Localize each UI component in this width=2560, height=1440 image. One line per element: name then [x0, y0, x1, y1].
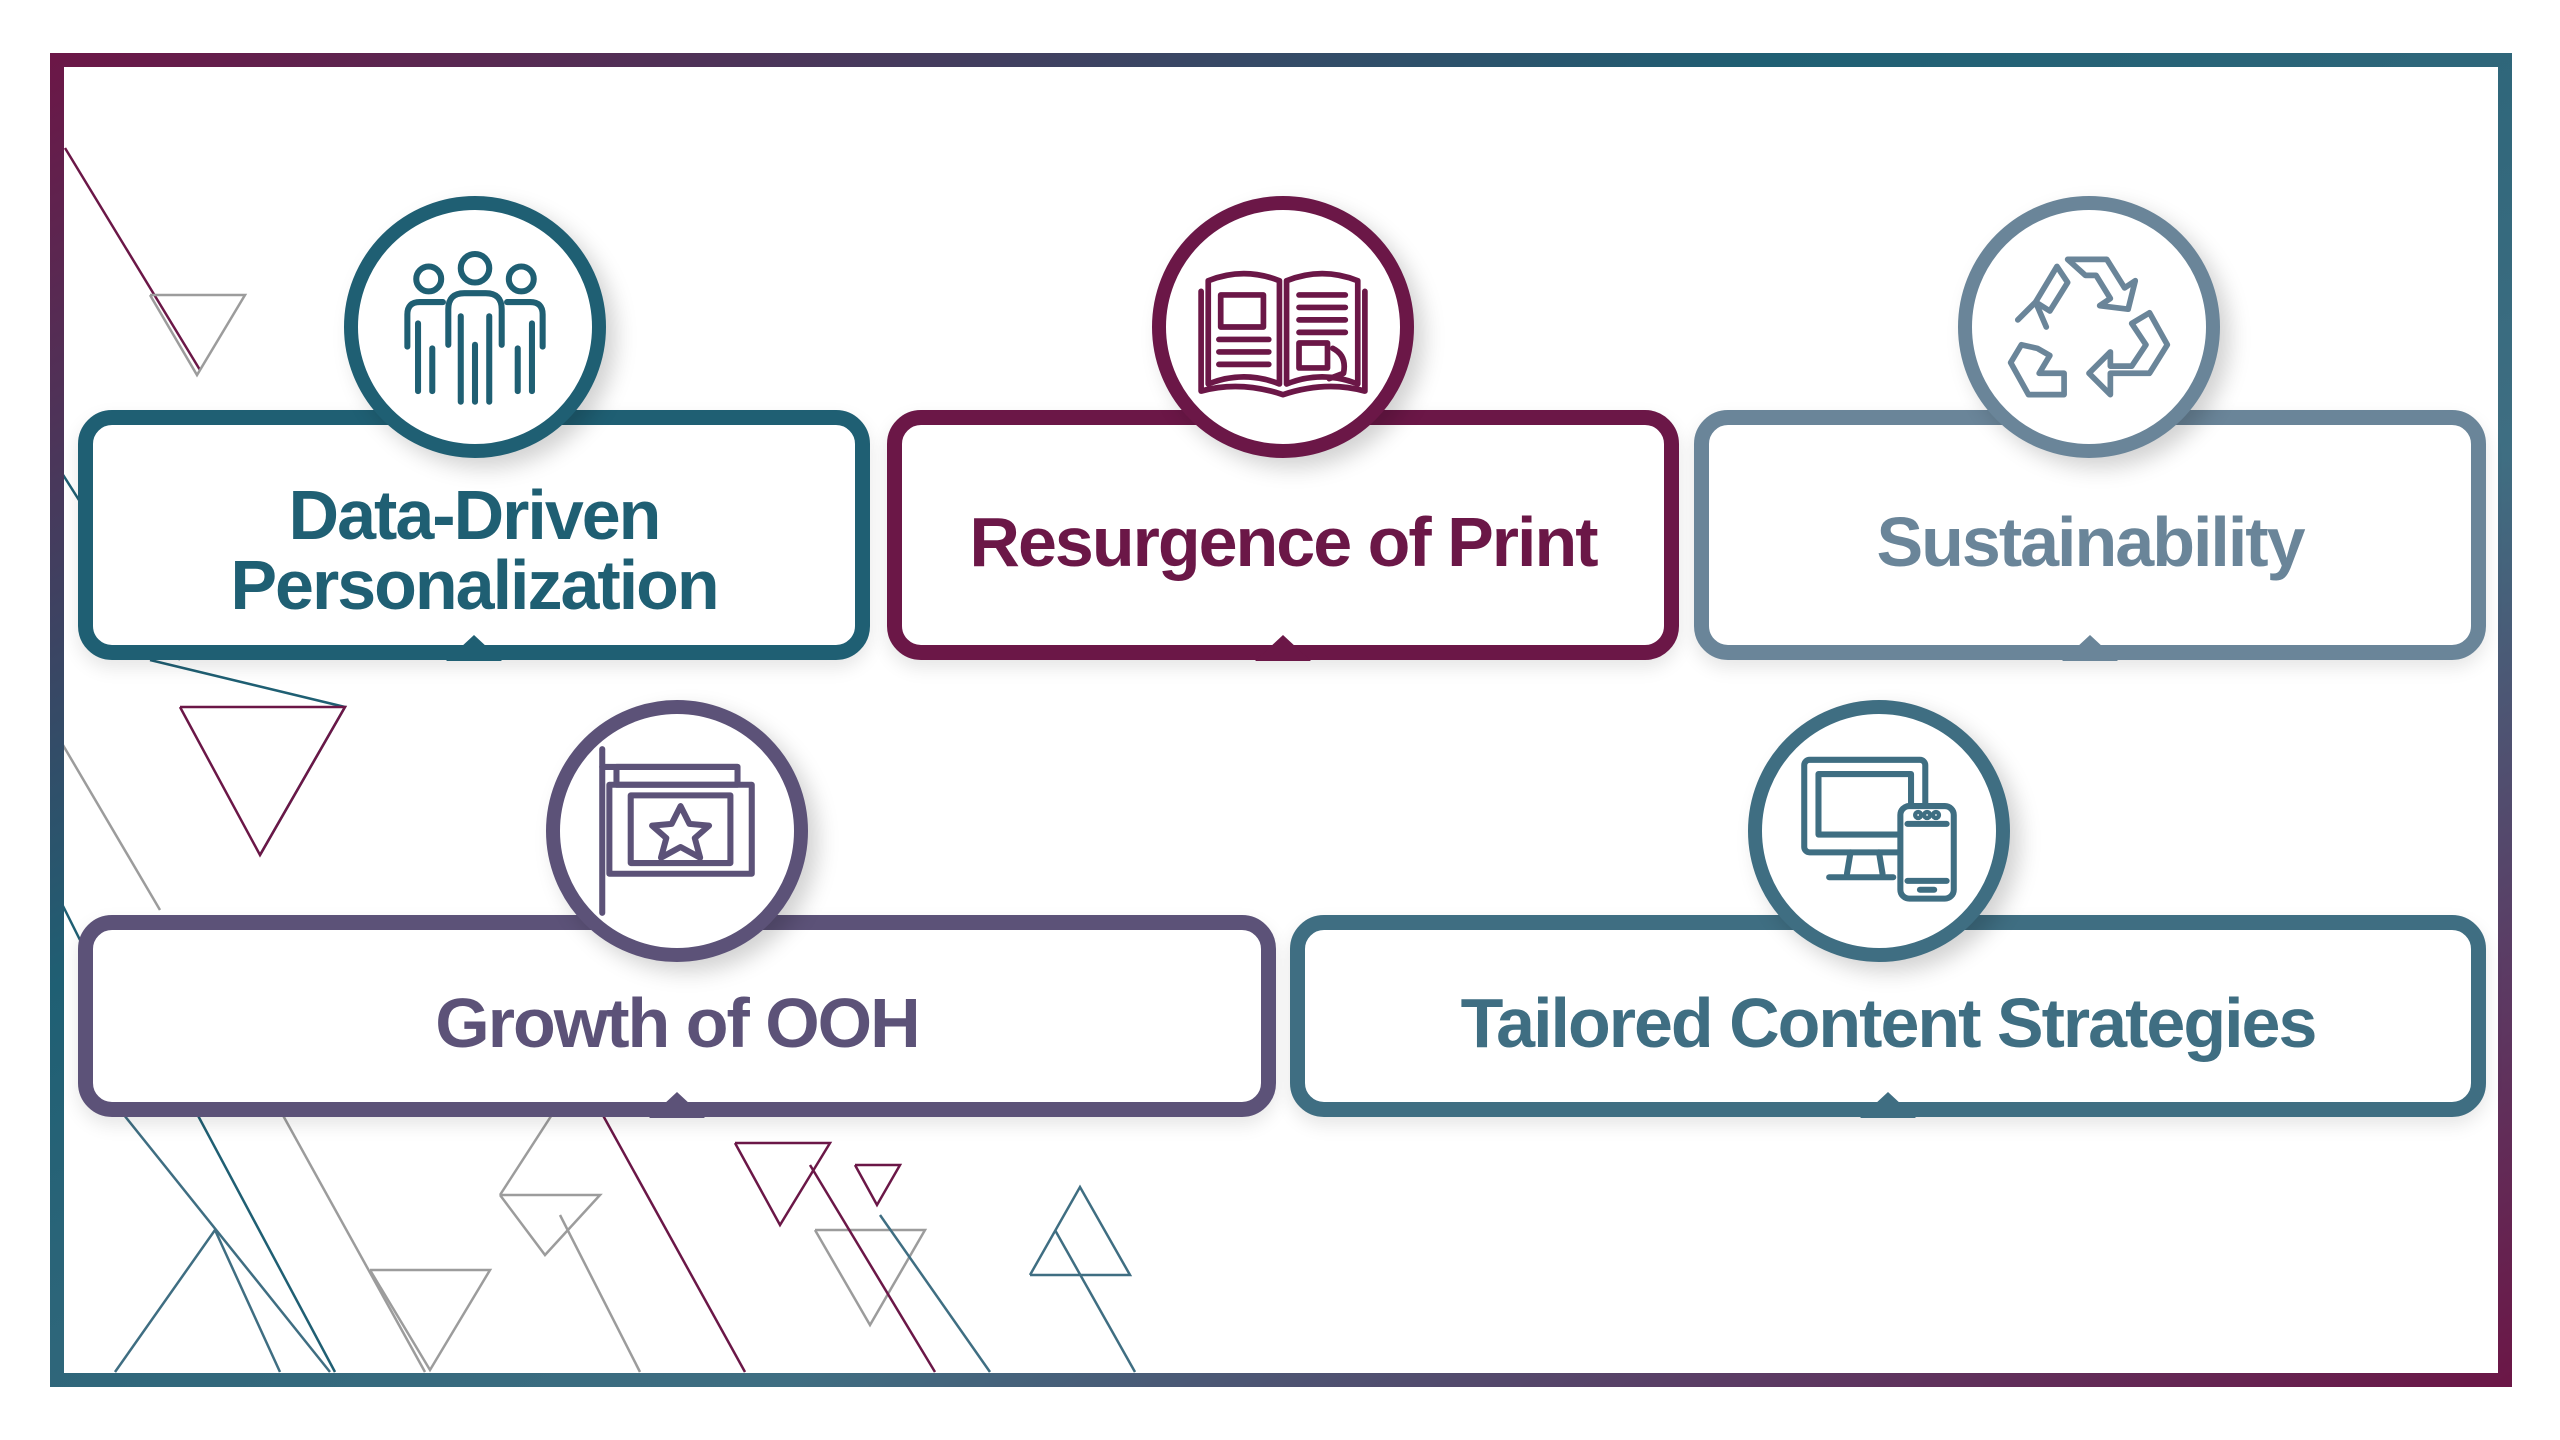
- deco-line: [598, 1109, 747, 1373]
- badge-people: [344, 196, 606, 458]
- card-label-line: Tailored Content Strategies: [1460, 984, 2318, 1062]
- card-label: Growth of OOH: [103, 988, 1251, 1058]
- card-pointer: [446, 635, 502, 661]
- card-pointer: [1860, 1092, 1916, 1118]
- open-magazine-icon: [1198, 270, 1368, 398]
- deco-triangle: [733, 1141, 833, 1228]
- card-pointer: [2062, 635, 2118, 661]
- deco-triangle: [853, 1163, 903, 1208]
- deco-line: [278, 1109, 427, 1373]
- deco-triangle: [1028, 1184, 1133, 1277]
- deco-line: [58, 739, 162, 911]
- deco-triangle: [368, 1268, 493, 1373]
- card-label-line: Personalization: [230, 546, 719, 624]
- badge-magazine: [1152, 196, 1414, 458]
- card-label: Sustainability: [1719, 507, 2461, 577]
- billboard-star-icon: [599, 746, 755, 916]
- badge-billboard: [546, 700, 808, 962]
- card-label-line: Data-Driven: [288, 476, 662, 554]
- deco-triangle: [178, 705, 348, 858]
- card-label: Resurgence of Print: [912, 507, 1654, 577]
- desktop-mobile-devices-icon: [1801, 756, 1957, 902]
- team-people-icon: [404, 250, 546, 405]
- deco-line: [119, 1109, 331, 1373]
- badge-devices: [1748, 700, 2010, 962]
- recycle-icon: [2007, 256, 2171, 398]
- card-pointer: [649, 1092, 705, 1118]
- card-label-line: Resurgence of Print: [969, 503, 1598, 581]
- deco-line: [878, 1214, 992, 1373]
- card-label-line: Growth of OOH: [435, 984, 920, 1062]
- deco-triangle: [148, 293, 248, 378]
- deco-line: [193, 1109, 337, 1373]
- deco-triangle: [813, 1228, 928, 1328]
- badge-recycle: [1958, 196, 2220, 458]
- deco-line: [63, 147, 202, 371]
- deco-triangle: [113, 1227, 282, 1373]
- deco-line: [1053, 1229, 1137, 1373]
- card-label: Data-Driven Personalization: [103, 480, 845, 620]
- card-label: Tailored Content Strategies: [1315, 988, 2461, 1058]
- card-pointer: [1255, 635, 1311, 661]
- deco-triangle: [499, 1193, 603, 1257]
- deco-line: [558, 1214, 642, 1373]
- deco-line: [498, 1109, 557, 1196]
- card-label-line: Sustainability: [1876, 503, 2305, 581]
